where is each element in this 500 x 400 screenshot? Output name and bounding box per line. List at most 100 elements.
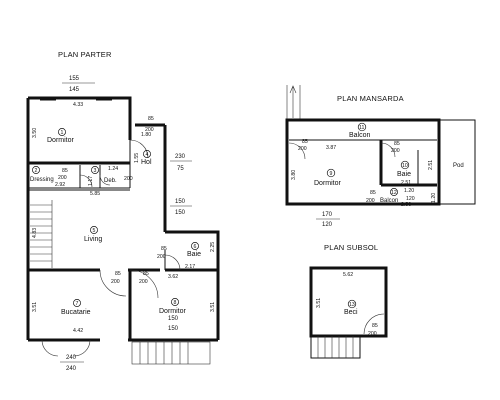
room-9-name: Dormitor [314, 180, 342, 187]
dim-180: 1.80 [141, 132, 151, 138]
parter-top-dim-1: 155 [69, 76, 80, 82]
room-3-num: 3 [94, 168, 97, 174]
room-8-num: 8 [174, 300, 177, 306]
dim-225: 2.25 [210, 242, 216, 252]
dim-117: 1.17 [88, 176, 94, 186]
subsol-stairs [310, 335, 361, 359]
dim-351-subsol: 3.51 [316, 298, 322, 308]
room-13-num: 13 [349, 302, 355, 308]
dim-380: 3.80 [291, 170, 297, 180]
room-3-name: Deb. [104, 178, 117, 184]
room-9-num: 9 [330, 171, 333, 177]
door-dressing [79, 174, 93, 188]
wall-top-dormitor [28, 96, 132, 140]
side-dim-75: 75 [177, 166, 184, 172]
title-plan-mansarda: PLAN MANSARDA [337, 94, 404, 103]
room-5-name: Living [84, 236, 102, 243]
pod-label: Pod [453, 163, 464, 169]
title-plan-parter: PLAN PARTER [58, 50, 112, 59]
opening-85-a: 85 [148, 116, 154, 122]
dim-562: 5.62 [343, 272, 353, 278]
m-opening-85-b: 85 [394, 141, 400, 147]
s-opening-85: 85 [372, 323, 378, 329]
dim-585: 5.85 [90, 191, 100, 197]
side-dim-230: 230 [175, 154, 186, 160]
dim-351b: 3.51 [210, 302, 216, 312]
dim-217: 2.17 [185, 264, 195, 270]
dim-124: 1.24 [108, 166, 118, 172]
opening-150-a: 150 [168, 316, 179, 322]
dim-292: 2.92 [55, 182, 65, 188]
exterior-steps [131, 341, 211, 365]
plan-parter: 155 145 [26, 76, 220, 372]
dim-120b: 1.20 [431, 193, 437, 203]
room-10-circle [400, 160, 410, 170]
dim-433: 4.33 [73, 102, 83, 108]
room-5-circle [90, 226, 98, 234]
dim-120: 1.20 [404, 188, 414, 194]
room-6-name: Baie [187, 251, 201, 258]
opening-150-b: 150 [168, 326, 179, 332]
room-3-circle [91, 166, 99, 174]
room-1-circle [58, 128, 66, 136]
room-13-name: Beci [344, 309, 358, 316]
room-8-circle [171, 298, 179, 306]
pod-area [438, 119, 476, 205]
room-10-name: Baie [397, 171, 411, 178]
room-4-name: Hol [141, 159, 152, 166]
opening-85-b: 85 [62, 168, 68, 174]
dim-256: 2.56 [401, 202, 411, 208]
m-opening-120: 120 [406, 196, 415, 202]
dim-251b: 2.51 [401, 180, 411, 186]
room-4-circle [143, 150, 151, 158]
m-opening-200-a: 200 [298, 146, 307, 152]
door-dormitor-8 [129, 269, 159, 299]
s-opening-200: 200 [368, 331, 377, 337]
opening-85-e: 85 [143, 271, 149, 277]
room-13-circle [347, 299, 357, 309]
title-plan-subsol: PLAN SUBSOL [324, 243, 378, 252]
room-11-circle [357, 122, 367, 132]
door-bucatarie [99, 269, 127, 297]
stairs-parter [30, 200, 53, 268]
room-6-num: 6 [194, 244, 197, 250]
door-dormitor-hol [129, 139, 149, 159]
parter-top-dim-2: 145 [69, 87, 80, 93]
m-bottom-dim-170: 170 [322, 212, 333, 218]
mansarda-door-2 [380, 142, 396, 158]
opening-200-e: 200 [139, 279, 148, 285]
opening-200-c: 200 [124, 176, 133, 182]
room-4-num: 4 [146, 152, 149, 158]
mansarda-door-1 [288, 142, 306, 160]
room-2-name: Dressing [30, 177, 54, 183]
room-9-circle [326, 168, 336, 178]
room-12-num: 12 [391, 190, 397, 196]
opening-200-d: 200 [111, 279, 120, 285]
room-10-num: 10 [402, 163, 408, 169]
room-12-name: Balcon [380, 198, 398, 204]
room-12-circle [390, 188, 398, 196]
m-bottom-dim-120: 120 [322, 222, 333, 228]
plan-mansarda: 11 Balcon 9 Dormitor 10 Baie 12 Balcon 3… [285, 85, 476, 228]
room-2-circle [32, 166, 40, 174]
opening-200-f: 200 [157, 254, 166, 260]
dim-350: 3.50 [32, 128, 38, 138]
room-7-num: 7 [76, 301, 79, 307]
m-opening-85-c: 85 [370, 190, 376, 196]
room-7-name: Bucatarie [61, 309, 91, 316]
side-dim-150b: 150 [175, 210, 186, 216]
door-baie [164, 254, 181, 271]
opening-200-b: 200 [58, 175, 67, 181]
dim-351a: 3.51 [32, 302, 38, 312]
room-5-num: 5 [93, 228, 96, 234]
plan-subsol: 13 Beci 5.62 3.51 85 200 [309, 266, 388, 359]
room-8-name: Dormitor [159, 308, 187, 315]
opening-85-d: 85 [115, 271, 121, 277]
dim-442: 4.42 [73, 328, 83, 334]
room-6-circle [191, 242, 199, 250]
opening-200-a: 200 [145, 127, 154, 133]
dim-387: 3.87 [326, 145, 336, 151]
bottom-dim-240b: 240 [66, 366, 77, 372]
door-deb [99, 174, 111, 186]
room-2-num: 2 [35, 168, 38, 174]
